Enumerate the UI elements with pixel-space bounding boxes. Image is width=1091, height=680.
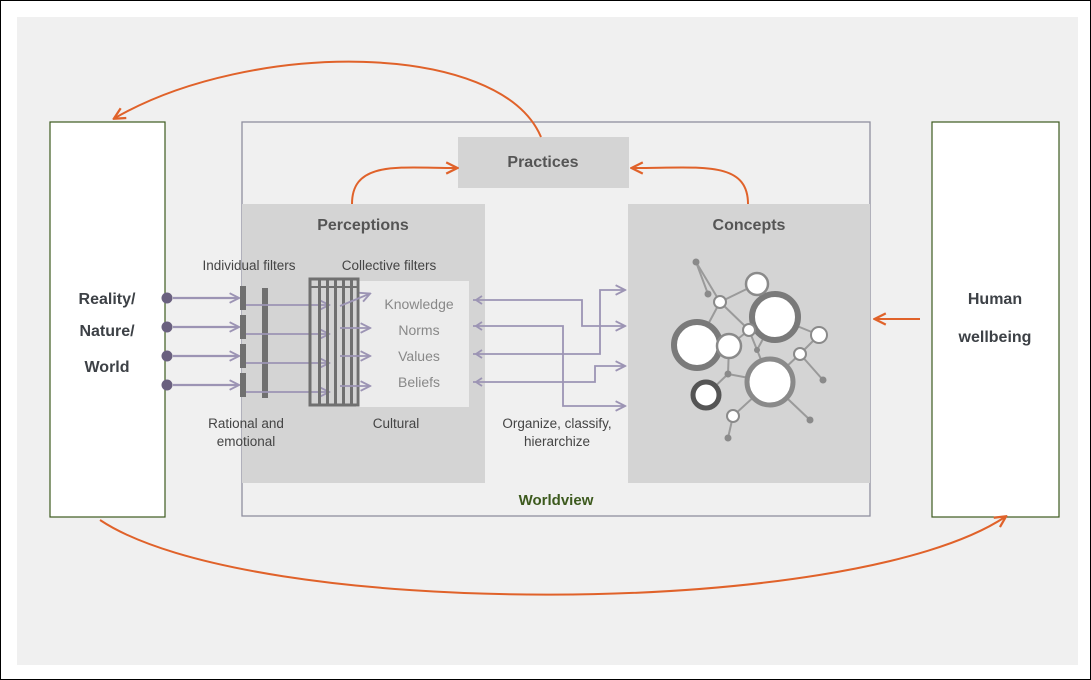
knowledge-label: Knowledge xyxy=(384,296,453,312)
rational-label-line1: Rational and xyxy=(208,416,284,431)
reality-label-line1: Reality/ xyxy=(79,291,136,308)
worldview-label: Worldview xyxy=(519,492,594,509)
human-wellbeing-box xyxy=(931,121,1060,518)
organize-connectors xyxy=(473,290,624,406)
filtered-lines xyxy=(246,305,328,392)
reality-label-line2: Nature/ xyxy=(79,323,135,340)
input-dot xyxy=(161,321,173,333)
concepts-to-practices-arrow xyxy=(633,167,749,205)
practices-label: Practices xyxy=(507,154,578,171)
practices-to-reality-arrow xyxy=(115,60,542,138)
beliefs-label: Beliefs xyxy=(398,374,440,390)
organize-label-line1: Organize, classify, xyxy=(502,416,611,431)
perceptions-title: Perceptions xyxy=(317,217,409,234)
human-label-line1: Human xyxy=(968,291,1022,308)
input-arrows xyxy=(161,292,239,391)
collective-to-items-arrows xyxy=(339,294,369,386)
practices-box xyxy=(458,137,629,188)
organize-label-line2: hierarchize xyxy=(524,434,590,449)
individual-filters xyxy=(240,286,268,398)
reality-to-wellbeing-arrow xyxy=(99,517,1005,596)
collective-filters xyxy=(308,277,360,407)
perceptions-items-panel xyxy=(356,281,469,407)
rational-label-line2: emotional xyxy=(217,434,276,449)
input-dot xyxy=(161,292,173,304)
cultural-label: Cultural xyxy=(373,416,420,431)
collective-filters-label: Collective filters xyxy=(342,258,437,273)
reality-label-line3: World xyxy=(84,359,129,376)
input-dot xyxy=(161,350,173,362)
concepts-title: Concepts xyxy=(713,217,786,234)
reality-box xyxy=(49,121,166,518)
norms-label: Norms xyxy=(398,322,439,338)
human-label-line2: wellbeing xyxy=(958,329,1032,346)
values-label: Values xyxy=(398,348,440,364)
perceptions-to-practices-arrow xyxy=(351,167,456,205)
input-dot xyxy=(161,379,173,391)
network-icon xyxy=(671,258,828,442)
diagram-background xyxy=(17,17,1078,665)
concepts-box xyxy=(628,204,870,483)
individual-filters-label: Individual filters xyxy=(202,258,295,273)
